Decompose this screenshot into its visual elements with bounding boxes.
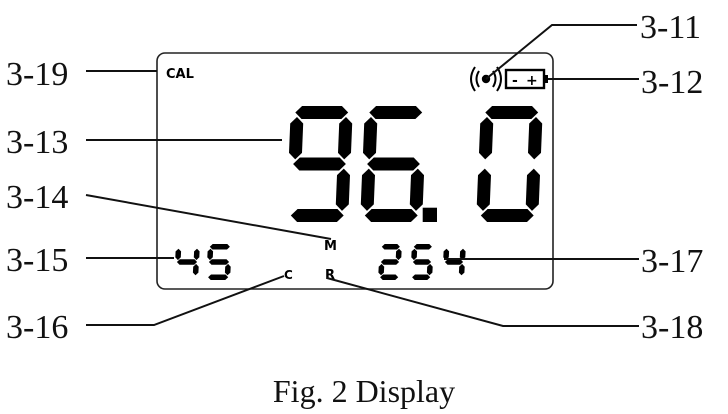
right-reading [378, 244, 466, 280]
m-indicator: M [324, 239, 337, 254]
r-indicator: R [325, 268, 335, 283]
callout-3-14: 3-14 [6, 179, 68, 216]
leader-3-18 [326, 277, 639, 327]
right-reading-digit-0-segment-d [380, 274, 399, 280]
right-reading-digit-1-segment-a [413, 244, 432, 250]
left-reading [175, 244, 231, 280]
main-reading-digit-2-segment-e [476, 168, 491, 211]
left-reading-digit-0-segment-g [176, 259, 198, 265]
leader-3-16 [86, 275, 285, 326]
main-reading-digit-0-segment-d [290, 209, 344, 222]
left-reading-digit-1-segment-c [224, 263, 231, 276]
callout-3-17: 3-17 [641, 243, 703, 280]
callout-3-13: 3-13 [6, 124, 68, 161]
main-reading-digit-2-segment-f [479, 117, 494, 160]
right-reading-digit-2-segment-g [444, 259, 464, 265]
main-reading-digit-0-segment-g [293, 157, 346, 171]
cal-indicator: CAL [166, 67, 194, 82]
callout-3-11: 3-11 [640, 9, 701, 46]
lcd-screen-frame [156, 52, 554, 290]
main-reading-digit-2-segment-b [528, 117, 543, 160]
callout-3-12: 3-12 [641, 64, 703, 101]
main-reading-digit-2-segment-a [485, 106, 539, 119]
main-reading-digit-1-segment-c [409, 168, 424, 211]
main-reading [289, 106, 543, 222]
right-reading-digit-1-segment-c [426, 263, 433, 276]
main-reading-digit-1-segment-f [363, 117, 378, 160]
main-reading-digit-0-segment-a [295, 106, 349, 119]
right-reading-digit-1-segment-f [411, 248, 418, 261]
left-reading-digit-1-segment-g [208, 259, 230, 265]
main-reading-decimal-point [422, 207, 437, 222]
callout-3-15: 3-15 [6, 242, 68, 279]
right-reading-digit-0-segment-g [380, 259, 400, 265]
main-reading-digit-2-segment-d [480, 209, 534, 222]
main-reading-digit-1-segment-a [369, 106, 423, 119]
right-reading-digit-0-segment-b [395, 248, 402, 261]
main-reading-digit-1-segment-d [364, 209, 418, 222]
main-reading-digit-0-segment-b [338, 117, 353, 160]
main-reading-digit-2-segment-c [525, 168, 540, 211]
figure-caption: Fig. 2 Display [273, 373, 455, 409]
left-reading-digit-0-segment-c [192, 263, 199, 276]
main-reading-digit-1-segment-g [367, 157, 420, 171]
main-reading-digit-0-segment-f [289, 117, 304, 160]
left-reading-digit-1-segment-f [207, 248, 214, 261]
left-reading-digit-1-segment-a [209, 244, 230, 250]
battery-minus-sign: - [512, 73, 518, 89]
c-indicator: C [284, 268, 293, 282]
left-reading-digit-1-segment-d [208, 274, 229, 280]
right-reading-digit-0-segment-a [381, 244, 400, 250]
right-reading-digit-2-segment-c [458, 263, 465, 276]
right-reading-digit-2-segment-b [459, 248, 466, 261]
leader-3-14 [85, 194, 332, 240]
left-reading-digit-0-segment-b [193, 248, 200, 261]
callout-3-19: 3-19 [6, 56, 68, 93]
callout-3-16: 3-16 [6, 309, 68, 346]
left-reading-digit-0-segment-f [175, 248, 182, 261]
callout-3-18: 3-18 [641, 309, 703, 346]
right-reading-digit-0-segment-e [378, 263, 385, 276]
battery-plus-sign: + [526, 73, 538, 89]
leader-3-11 [485, 24, 637, 80]
right-reading-digit-2-segment-f [443, 248, 450, 261]
battery-icon: - + [504, 68, 548, 90]
main-reading-digit-0-segment-c [335, 168, 350, 211]
right-reading-digit-1-segment-d [412, 274, 431, 280]
right-reading-digit-1-segment-g [412, 259, 432, 265]
main-reading-digit-1-segment-e [360, 168, 375, 211]
